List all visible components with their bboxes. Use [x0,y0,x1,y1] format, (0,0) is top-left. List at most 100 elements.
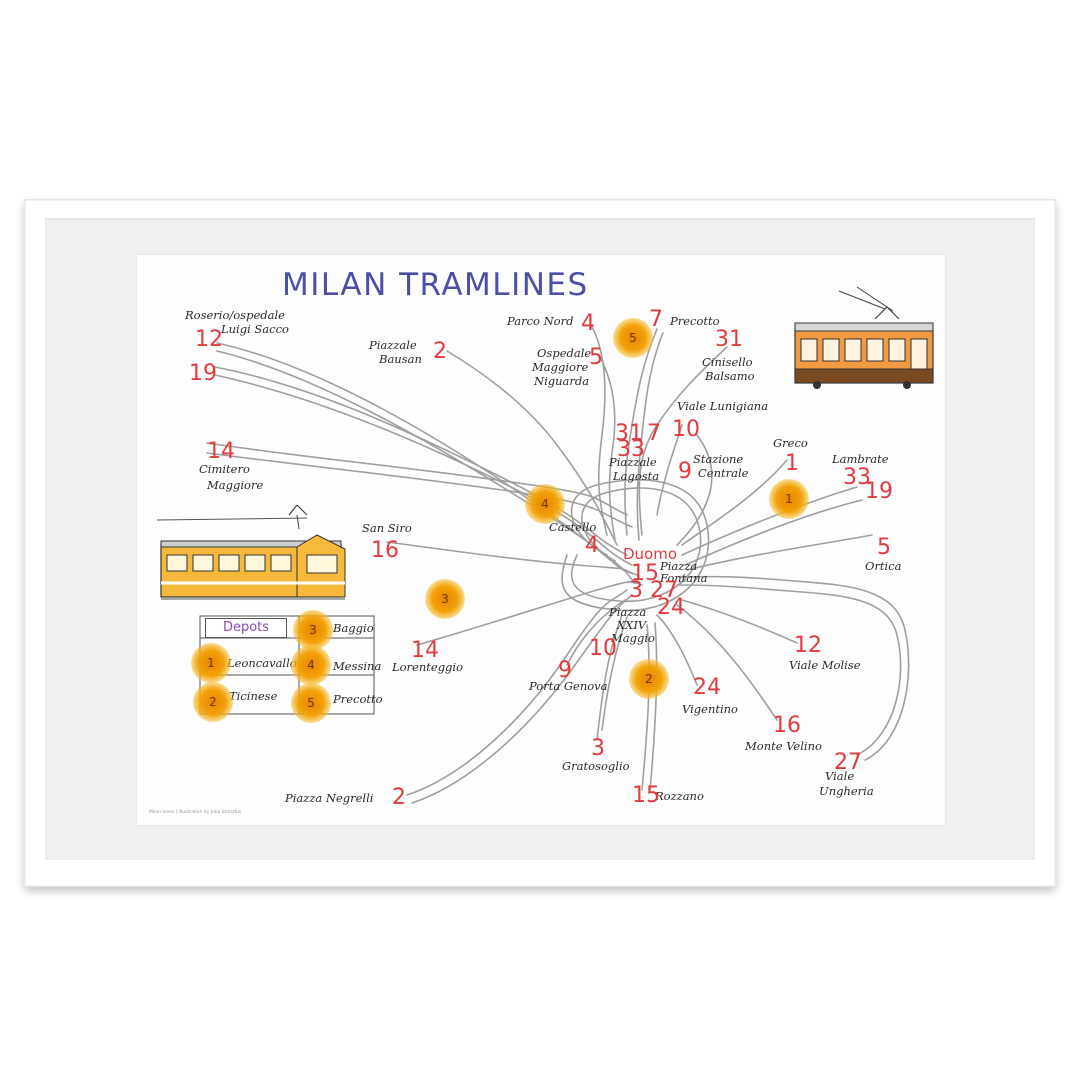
station-label: Maggiore [532,360,589,374]
depot-marker-number: 4 [307,658,315,672]
tramline-path [406,589,628,796]
line-number: 33 [843,465,871,490]
depot-marker: 4 [291,645,331,685]
tramline-path [206,452,633,528]
depot-marker-number: 1 [785,492,793,506]
station-label: Balsamo [705,369,755,383]
station-label: Maggiore [207,478,264,492]
station-label: Ungheria [819,784,874,798]
tramline-path [624,328,658,536]
depot-marker: 1 [191,643,231,683]
station-label: Roserio/ospedale [185,308,285,322]
tramline-path [214,366,628,556]
station-label: Niguarda [534,374,590,388]
line-number: 12 [794,633,822,658]
tramline-path [636,332,664,541]
tramline-path [601,616,628,731]
depot-marker: 5 [613,318,653,358]
depot-marker: 3 [425,579,465,619]
depot-marker-number: 1 [207,656,215,670]
line-number: 24 [657,595,685,620]
station-label: Gratosoglio [562,759,630,773]
depot-marker: 4 [525,484,565,524]
tramline-path [638,346,728,536]
depot-marker-number: 5 [307,696,315,710]
line-number: 7 [647,421,661,446]
tramline-path [216,350,643,586]
depot-marker-number: 5 [629,331,637,345]
line-number: 2 [433,339,447,364]
station-label: Baggio [333,621,374,635]
tramline-path [206,442,628,516]
line-number: 9 [678,459,692,484]
station-label: Precotto [670,314,720,328]
station-label: Viale Lunigiana [677,399,769,413]
depots-title: Depots [205,618,287,638]
line-number: 14 [411,638,439,663]
line-number: 19 [865,479,893,504]
line-number: 31 [715,327,743,352]
line-number: 5 [877,535,891,560]
station-label: Ospedale [537,346,592,360]
tramline-paths [206,326,910,804]
station-label: Piazzale [609,455,657,469]
station-label: Ortica [865,559,902,573]
line-number: 5 [589,345,603,370]
tramline-path [676,604,778,721]
line-number: 31 [615,421,643,446]
line-number: 15 [632,783,660,808]
line-number: 24 [693,675,721,700]
tramline-path [570,487,702,603]
line-number: 4 [581,311,595,336]
line-number: 7 [649,307,663,332]
tramline-path [214,374,633,566]
station-label: Luigi Sacco [221,322,289,336]
depot-marker: 5 [291,683,331,723]
tramline-path [676,434,713,546]
line-number: 15 [631,561,659,586]
station-label: Cimitero [199,462,250,476]
station-label: Stazione [693,452,744,466]
tramline-path [411,594,633,804]
tramline-path [561,478,710,612]
line-number: 16 [371,538,399,563]
line-number: 12 [195,327,223,352]
station-label: Leoncavallo [227,656,297,670]
station-label: Ticinese [229,689,278,703]
station-label: Piazza Negrelli [285,791,374,805]
map-title: MILAN TRAMLINES [282,267,589,303]
station-label: Greco [773,436,808,450]
tramline-path [656,424,683,516]
station-label: Parco Nord [507,314,574,328]
line-number: 14 [207,439,235,464]
station-label: Centrale [698,466,749,480]
tramline-path [656,614,698,686]
station-label: Maggio [611,631,655,645]
station-label: Monte Velino [745,739,822,753]
tramline-path [598,354,616,541]
tramline-path [678,575,910,761]
depot-marker-number: 4 [541,497,549,511]
tramline-path [596,614,623,741]
depot-marker: 3 [293,610,333,650]
station-label: Precotto [333,692,383,706]
station-label: Rozzano [655,789,704,803]
line-number: 10 [672,417,700,442]
line-number: 2 [392,785,406,810]
depot-marker-number: 2 [209,695,217,709]
line-number: 27 [834,750,862,775]
duomo-label: Duomo [623,545,678,563]
tramline-path [684,499,863,566]
station-label: Castello [549,520,597,534]
tramline-path [591,326,608,536]
station-label: Vigentino [682,702,738,716]
tramline-path [566,599,626,666]
depot-marker-number: 3 [441,592,449,606]
station-label: Messina [333,659,382,673]
tramline-path [686,534,873,571]
line-number: 4 [585,533,599,558]
station-label: Lorenteggio [392,660,464,674]
line-number: 9 [558,658,572,683]
tramline-path [681,486,858,556]
station-label: Cinisello [702,355,753,369]
